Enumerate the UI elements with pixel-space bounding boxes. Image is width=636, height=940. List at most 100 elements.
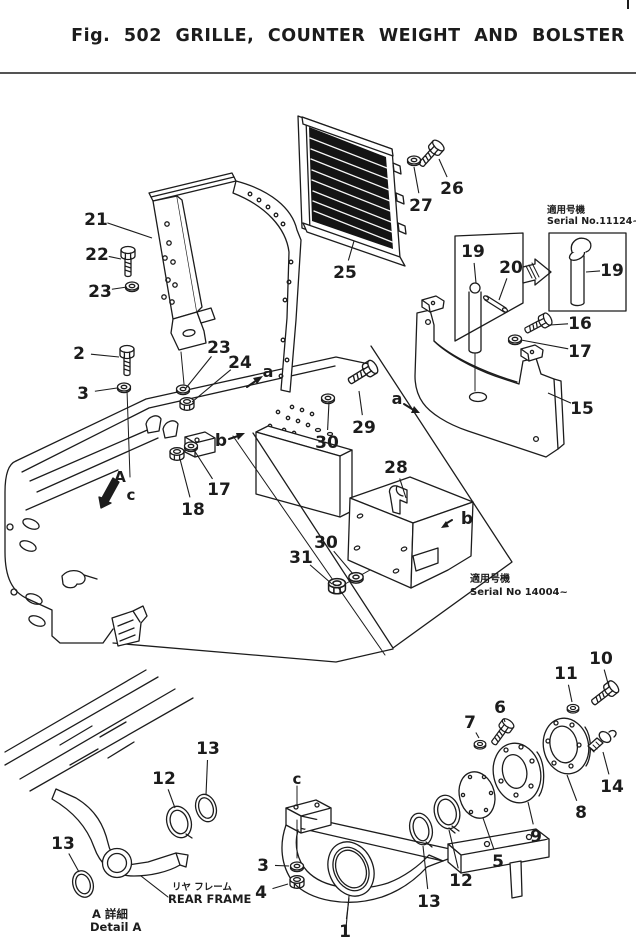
part-number-16: 16 [568, 314, 592, 334]
callout-leader [111, 286, 128, 290]
arrow-a-left-icon [253, 376, 263, 384]
callout-leader [527, 801, 534, 825]
callout-leader [167, 789, 176, 809]
callout-leader [185, 356, 212, 389]
rear-frame-arm [51, 788, 189, 898]
washer-3-upper [116, 382, 132, 394]
arrow-b-right-icon [441, 521, 449, 528]
detail-a-label-en: Detail A [90, 920, 141, 934]
callout-leader [422, 845, 429, 890]
part-number-19: 19 [461, 242, 485, 262]
callout-leader [482, 817, 495, 850]
drawing [4, 115, 627, 929]
part-number-19: 19 [600, 261, 624, 281]
callout-leader [498, 278, 508, 301]
washer-17-deck [183, 441, 199, 453]
callout-leader [179, 458, 191, 498]
part-number-8: 8 [575, 803, 587, 823]
callout-leader [108, 255, 122, 260]
frame-rails [4, 669, 194, 792]
rear-frame-label-en: REAR FRAME [168, 892, 252, 906]
part-number-11: 11 [554, 664, 578, 684]
part-number-30: 30 [314, 533, 338, 553]
callout-leader [473, 262, 477, 284]
part-number-2: 2 [73, 344, 85, 364]
serial-box-label-jp: 適用号機 [547, 204, 586, 216]
serial-note-jp: 適用号機 [470, 572, 510, 585]
callout-leader [603, 669, 610, 688]
part-number-30: 30 [315, 433, 339, 453]
view-marker-c: c [127, 486, 136, 504]
callout-leader [358, 390, 363, 416]
callout-leader [448, 829, 459, 869]
part-number-12: 12 [152, 769, 176, 789]
callout-leader [549, 323, 569, 326]
part-number-28: 28 [384, 458, 408, 478]
figure-title: Fig. 502 GRILLE, COUNTER WEIGHT AND BOLS… [71, 26, 625, 46]
part-number-24: 24 [228, 353, 252, 373]
view-marker-c: c [293, 770, 302, 788]
washer-23-upper [124, 281, 140, 293]
callout-leader [68, 853, 80, 873]
part-number-15: 15 [570, 399, 594, 419]
washer-27 [406, 155, 422, 167]
part-number-26: 26 [440, 179, 464, 199]
part-number-27: 27 [409, 196, 433, 216]
view-marker-a: a [263, 362, 274, 381]
part-number-20: 20 [499, 258, 523, 278]
view-marker-b: b [461, 509, 473, 529]
callout-leader [345, 897, 350, 920]
callout-leader [438, 158, 448, 178]
pin-detail-box-old [454, 232, 524, 354]
washer-17-right [507, 334, 523, 346]
callout-leader [193, 449, 213, 480]
callout-leader [107, 222, 153, 239]
part-number-3: 3 [77, 384, 89, 404]
detail-a-label-jp: A 詳細 [92, 907, 128, 921]
part-number-12: 12 [449, 871, 473, 891]
part-number-6: 6 [494, 698, 506, 718]
part-number-13: 13 [417, 892, 441, 912]
callout-leader [309, 564, 333, 585]
part-number-25: 25 [333, 263, 357, 283]
callout-leader [399, 478, 407, 499]
washer-11 [566, 703, 580, 714]
arrow-b-left-icon [236, 433, 245, 440]
arrow-A-icon [98, 477, 120, 509]
callout-leader [327, 401, 330, 431]
part-number-17: 17 [568, 342, 592, 362]
part-number-23: 23 [207, 338, 231, 358]
part-number-18: 18 [181, 500, 205, 520]
rear-frame-label-jp: リヤ フレーム [172, 882, 233, 893]
washer-30-upper [320, 393, 336, 405]
part-number-17: 17 [207, 480, 231, 500]
part-number-14: 14 [600, 777, 624, 797]
bolster-bracket-15 [414, 295, 565, 458]
part-number-5: 5 [492, 852, 504, 872]
part-number-22: 22 [85, 245, 109, 265]
grille-support-bracket [148, 172, 302, 393]
part-number-13: 13 [51, 834, 75, 854]
callout-leader [547, 392, 572, 404]
snap-rings-left [71, 793, 218, 898]
callout-leader [503, 718, 506, 723]
part-number-29: 29 [352, 418, 376, 438]
part-number-4: 4 [255, 883, 267, 903]
change-arrow-icon [522, 258, 552, 286]
part-number-10: 10 [589, 649, 613, 669]
rear-frame-body [4, 351, 394, 663]
part-number-23: 23 [88, 282, 112, 302]
view-marker-b: b [215, 431, 227, 451]
callout-leader [272, 883, 289, 890]
grille [297, 115, 407, 267]
mount-parts [408, 717, 617, 848]
callout-leader [585, 270, 601, 273]
serial-note-en: Serial No 14004~ [470, 587, 568, 598]
callout-leader [274, 864, 290, 867]
part-number-3: 3 [257, 856, 269, 876]
callout-leader [567, 684, 573, 703]
pin-detail-box-new [548, 232, 627, 312]
